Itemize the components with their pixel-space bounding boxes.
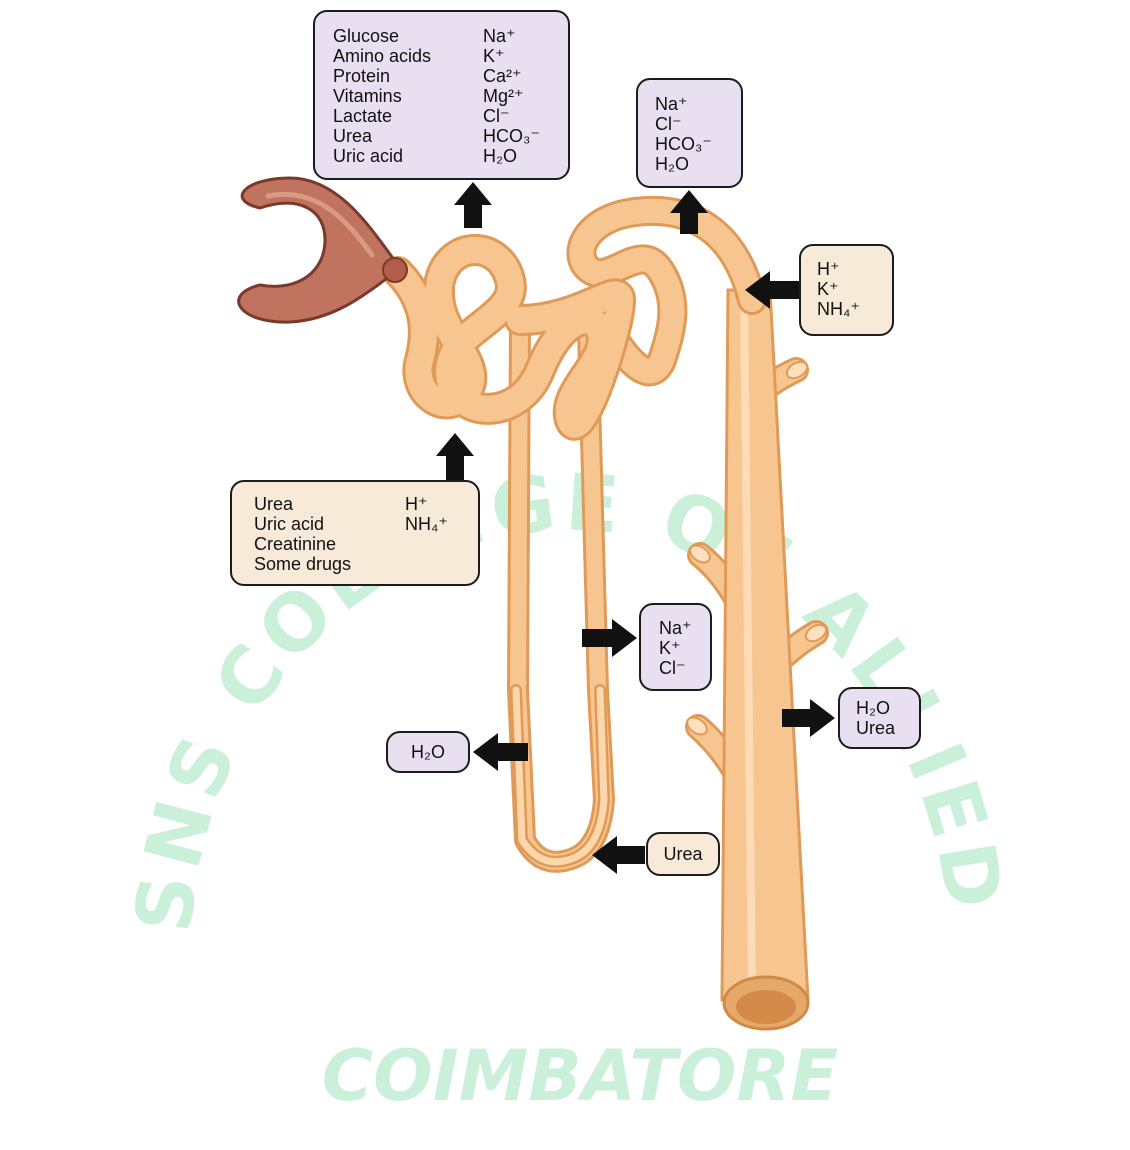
list-item: K⁺: [817, 279, 860, 299]
list-item: Amino acids: [333, 46, 431, 66]
list-item: HCO₃⁻: [655, 134, 712, 154]
list-item: Glucose: [333, 26, 431, 46]
pct-reabsorption-right-list: Na⁺ K⁺ Ca²⁺ Mg²⁺ Cl⁻ HCO₃⁻ H₂O: [483, 26, 540, 166]
descending-loop-label: H₂O: [388, 742, 468, 762]
list-item: Lactate: [333, 106, 431, 126]
medullary-duct-list: H₂O Urea: [856, 698, 895, 738]
collecting-secretion-box: H⁺ K⁺ NH₄⁺: [799, 244, 894, 336]
list-item: HCO₃⁻: [483, 126, 540, 146]
list-item: Na⁺: [659, 618, 692, 638]
list-item: Some drugs: [254, 554, 351, 574]
list-item: Vitamins: [333, 86, 431, 106]
list-item: H₂O: [483, 146, 540, 166]
loop-tip-label: Urea: [648, 844, 718, 864]
pct-reabsorption-box: Glucose Amino acids Protein Vitamins Lac…: [313, 10, 570, 180]
list-item: Na⁺: [483, 26, 540, 46]
list-item: Urea: [254, 494, 351, 514]
list-item: Urea: [856, 718, 895, 738]
pct-secretion-right-list: H⁺ NH₄⁺: [405, 494, 448, 534]
list-item: H₂O: [856, 698, 895, 718]
list-item: Cl⁻: [483, 106, 540, 126]
medullary-duct-box: H₂O Urea: [838, 687, 921, 749]
list-item: Cl⁻: [655, 114, 712, 134]
ascending-loop-box: Na⁺ K⁺ Cl⁻: [639, 603, 712, 691]
bowmans-capsule: [239, 178, 407, 322]
list-item: K⁺: [483, 46, 540, 66]
list-item: Protein: [333, 66, 431, 86]
descending-loop-box: H₂O: [386, 731, 470, 773]
list-item: H⁺: [817, 259, 860, 279]
watermark-bottom-text: COIMBATORE: [322, 1035, 838, 1117]
list-item: K⁺: [659, 638, 692, 658]
list-item: Uric acid: [333, 146, 431, 166]
pct-secretion-left-list: Urea Uric acid Creatinine Some drugs: [254, 494, 351, 574]
list-item: Creatinine: [254, 534, 351, 554]
pct-reabsorption-left-list: Glucose Amino acids Protein Vitamins Lac…: [333, 26, 431, 166]
list-item: Ca²⁺: [483, 66, 540, 86]
list-item: NH₄⁺: [817, 299, 860, 319]
list-item: Uric acid: [254, 514, 351, 534]
list-item: Urea: [333, 126, 431, 146]
list-item: Mg²⁺: [483, 86, 540, 106]
list-item: Cl⁻: [659, 658, 692, 678]
loop-tip-box: Urea: [646, 832, 720, 876]
list-item: H⁺: [405, 494, 448, 514]
arrow-pct-reabsorption: [454, 182, 492, 228]
list-item: H₂O: [655, 154, 712, 174]
dct-reabsorption-box: Na⁺ Cl⁻ HCO₃⁻ H₂O: [636, 78, 743, 188]
list-item: Na⁺: [655, 94, 712, 114]
ascending-loop-list: Na⁺ K⁺ Cl⁻: [659, 618, 692, 678]
collecting-secretion-list: H⁺ K⁺ NH₄⁺: [817, 259, 860, 319]
dct-reabsorption-list: Na⁺ Cl⁻ HCO₃⁻ H₂O: [655, 94, 712, 174]
list-item: NH₄⁺: [405, 514, 448, 534]
pct-secretion-box: Urea Uric acid Creatinine Some drugs H⁺ …: [230, 480, 480, 586]
